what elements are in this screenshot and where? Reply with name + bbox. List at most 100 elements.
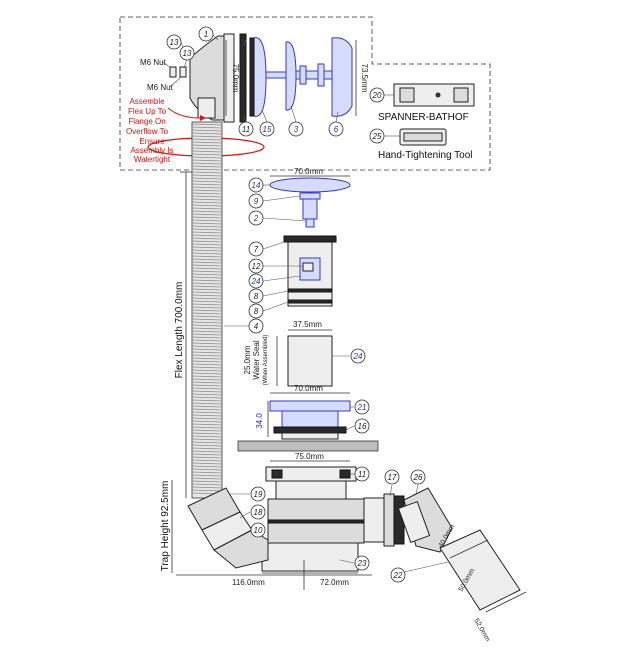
overflow-cover-body <box>285 41 297 111</box>
flex-hose-rib <box>191 489 223 492</box>
flex-hose-rib <box>191 237 223 240</box>
overflow-group-outline <box>119 16 491 171</box>
flex-hose-rib <box>191 192 223 195</box>
flex-hose-rib <box>191 168 223 171</box>
flex-hose-rib <box>191 303 223 306</box>
flex-hose-rib <box>191 468 223 471</box>
flex-hose-rib <box>191 228 223 231</box>
flex-hose-rib <box>191 420 223 423</box>
flex-hose-rib <box>191 222 223 225</box>
flex-hose-rib <box>191 189 223 192</box>
waste-threaded-body <box>281 410 339 428</box>
overflow-height-dim: 75.0mm <box>231 64 240 93</box>
balloon-10: 10 <box>254 526 263 535</box>
flex-hose-rib <box>191 342 223 345</box>
flex-hose-rib <box>191 408 223 411</box>
flex-hose-rib <box>191 330 223 333</box>
flex-hose-rib <box>191 387 223 390</box>
outlet-pipe <box>439 529 521 611</box>
overflow-backing-ring <box>253 37 267 117</box>
flex-hose-rib <box>191 129 223 132</box>
flex-hose-rib <box>191 138 223 141</box>
flex-hose-rib <box>191 360 223 363</box>
flex-hose-rib <box>191 270 223 273</box>
water-seal-note: (When Assembled) <box>263 335 269 386</box>
flex-hose-rib <box>191 306 223 309</box>
flex-hose-rib <box>191 216 223 219</box>
flex-hose-rib <box>191 285 223 288</box>
flex-hose-rib <box>191 438 223 441</box>
flex-hose-rib <box>191 435 223 438</box>
waste-cup-ring-2 <box>287 299 333 304</box>
outlet-union-nut <box>397 501 431 543</box>
offset-right-dim: 72.0mm <box>320 578 349 587</box>
flex-hose-rib <box>191 324 223 327</box>
trap-width-dim: 75.0mm <box>295 452 324 461</box>
overflow-outer-cover <box>331 37 353 117</box>
water-seal-sleeve <box>287 335 333 387</box>
flex-hose-rib <box>191 246 223 249</box>
flex-hose-rib <box>191 240 223 243</box>
balloon-13b: 13 <box>183 49 192 58</box>
flex-hose-rib <box>191 366 223 369</box>
flex-hose-rib <box>191 375 223 378</box>
balloon-26: 26 <box>413 473 423 482</box>
flex-length-dim: Flex Length 700.0mm <box>174 282 185 379</box>
balloon-12: 12 <box>252 262 261 271</box>
flex-hose-rib <box>191 312 223 315</box>
balloon-8b: 8 <box>254 307 259 316</box>
note-line-3: Flange On <box>128 117 165 126</box>
flex-hose-rib <box>191 288 223 291</box>
balloon-22: 22 <box>393 571 403 580</box>
balloon-24a: 24 <box>251 277 261 286</box>
overflow-gasket <box>239 33 247 123</box>
balloon-18: 18 <box>254 508 263 517</box>
plug-stem <box>302 198 318 220</box>
flex-hose-rib <box>191 156 223 159</box>
flex-hose-rib <box>191 243 223 246</box>
flex-hose-rib <box>191 402 223 405</box>
flex-hose-rib <box>191 195 223 198</box>
flex-hose-rib <box>191 393 223 396</box>
note-line-2: Flex Up To <box>128 107 167 116</box>
flex-hose-rib <box>191 180 223 183</box>
balloon-7: 7 <box>254 245 259 254</box>
flex-hose-rib <box>191 186 223 189</box>
flex-hose-rib <box>191 165 223 168</box>
flex-hose-rib <box>191 465 223 468</box>
note-line-5: Ensure <box>139 137 165 146</box>
flex-hose-rib <box>191 327 223 330</box>
bath-surface <box>237 440 379 452</box>
flex-hose-rib <box>191 480 223 483</box>
flex-hose-rib <box>191 204 223 207</box>
flex-hose-rib <box>191 372 223 375</box>
waste-cup-top <box>283 235 337 243</box>
flex-hose-rib <box>191 459 223 462</box>
flex-hose-rib <box>191 207 223 210</box>
overflow-screw-left <box>265 71 287 79</box>
flex-hose-rib <box>191 144 223 147</box>
overflow-nut-a <box>299 65 307 85</box>
flex-hose-rib <box>191 261 223 264</box>
flex-hose-rib <box>191 294 223 297</box>
flex-hose-rib <box>191 477 223 480</box>
flex-hose-rib <box>191 453 223 456</box>
flex-hose-rib <box>191 414 223 417</box>
balloon-4: 4 <box>254 322 259 331</box>
flex-hose-rib <box>191 174 223 177</box>
note-line-4: Overflow To <box>126 127 169 136</box>
flex-hose-rib <box>191 396 223 399</box>
flex-hose-rib <box>191 378 223 381</box>
flex-hose-rib <box>191 210 223 213</box>
flex-hose-rib <box>191 384 223 387</box>
flex-hose <box>191 121 223 499</box>
flex-hose-rib <box>191 417 223 420</box>
flex-hose-rib <box>191 450 223 453</box>
flex-hose-rib <box>191 219 223 222</box>
flex-hose-rib <box>191 441 223 444</box>
balloons: 13 13 1 11 15 3 6 20 25 14 9 2 7 12 24 8… <box>166 26 426 583</box>
flex-hose-rib <box>191 252 223 255</box>
balloon-14: 14 <box>252 181 261 190</box>
flex-hose-rib <box>191 162 223 165</box>
